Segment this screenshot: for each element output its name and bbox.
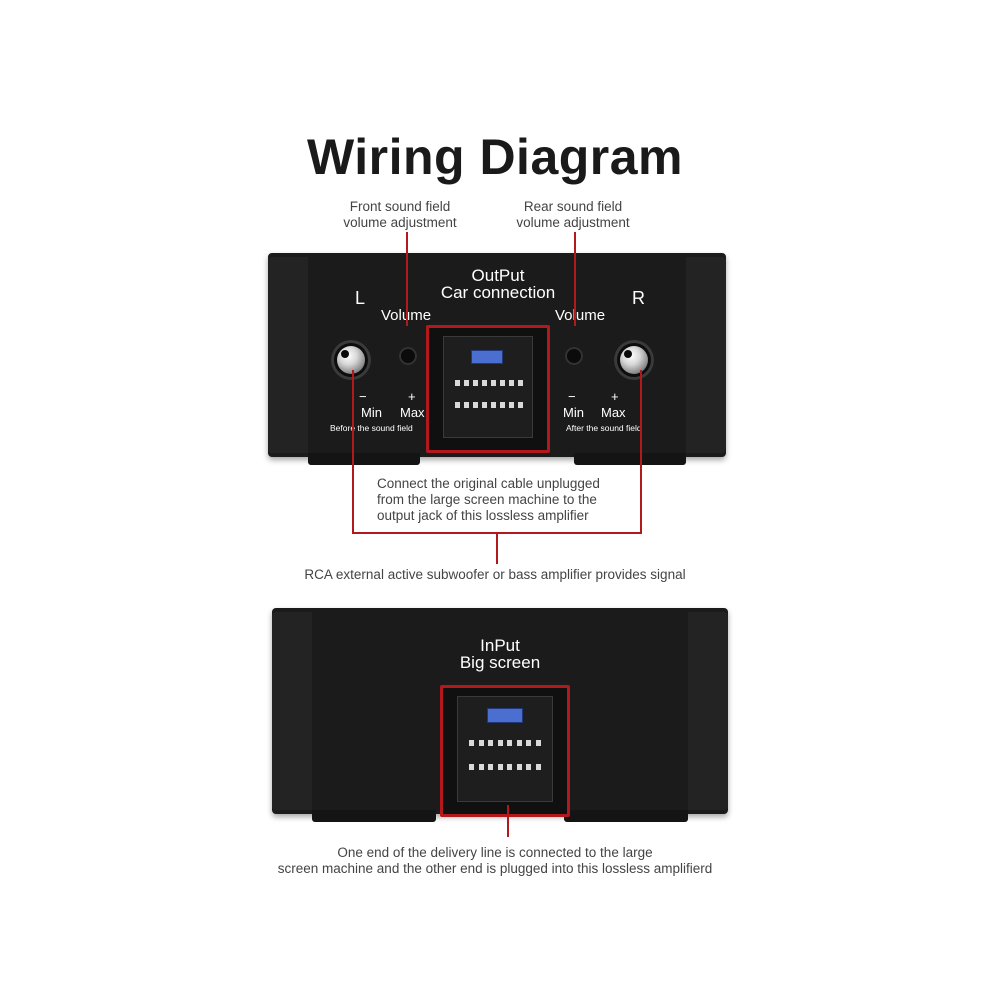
connector-pin <box>482 380 487 386</box>
output-cable-caption-line-1: Connect the original cable unplugged <box>377 476 600 491</box>
connector-pin <box>535 764 541 770</box>
input-right-flange <box>688 612 728 810</box>
left-minus-sign: − <box>359 389 367 404</box>
input-device: InPut Big screen <box>272 608 728 824</box>
front-volume-pointer <box>406 232 408 326</box>
connector-pin <box>516 740 522 746</box>
connector-pin <box>455 402 460 408</box>
input-cable-caption-line-1: One end of the delivery line is connecte… <box>337 845 653 860</box>
connector-pin <box>473 402 478 408</box>
after-sound-field-label: After the sound field <box>566 423 642 433</box>
connector-pin <box>500 380 505 386</box>
rear-volume-caption-line-2: volume adjustment <box>516 215 630 230</box>
output-fuse-icon <box>471 350 503 364</box>
right-rca-hole <box>624 350 632 358</box>
output-connector-port[interactable] <box>426 325 550 453</box>
connector-pin <box>518 380 523 386</box>
input-connector-pointer <box>507 805 509 837</box>
connector-pin <box>491 380 496 386</box>
right-minus-sign: − <box>568 389 576 404</box>
connector-pin <box>478 740 484 746</box>
connector-pin <box>469 740 474 746</box>
input-cable-caption-line-2: screen machine and the other end is plug… <box>277 861 713 876</box>
output-pin-array <box>455 380 525 420</box>
rca-signal-pointer <box>496 532 498 564</box>
connector-pin <box>500 402 505 408</box>
input-connector-port[interactable] <box>440 685 570 817</box>
connector-pin <box>473 380 478 386</box>
input-fuse-icon <box>487 708 523 723</box>
input-cable-caption: One end of the delivery line is connecte… <box>245 845 745 877</box>
left-rca-hole <box>341 350 349 358</box>
connector-pin <box>478 764 484 770</box>
connector-pin <box>464 380 469 386</box>
diagram-title: Wiring Diagram <box>306 129 684 185</box>
connector-pin <box>482 402 487 408</box>
input-left-foot <box>312 810 436 822</box>
connector-pin <box>469 764 474 770</box>
rear-volume-knob[interactable] <box>565 347 583 365</box>
input-pin-array <box>469 740 543 784</box>
left-rca-jack[interactable] <box>331 340 371 380</box>
connector-pin <box>507 740 512 746</box>
input-right-foot <box>564 810 688 822</box>
left-max-label: Max <box>400 405 425 420</box>
front-volume-caption-line-2: volume adjustment <box>343 215 457 230</box>
rear-volume-pointer <box>574 232 576 326</box>
output-cable-caption-line-2: from the large screen machine to the <box>377 492 597 507</box>
output-left-foot <box>308 453 420 465</box>
output-cable-caption-line-3: output jack of this lossless amplifier <box>377 508 589 523</box>
before-sound-field-label: Before the sound field <box>330 423 413 433</box>
front-volume-caption-line-1: Front sound field <box>349 199 451 214</box>
output-cable-caption: Connect the original cable unplugged fro… <box>377 476 600 524</box>
connector-pin <box>526 764 531 770</box>
connector-pin <box>497 764 503 770</box>
connector-pin <box>488 740 493 746</box>
connector-pin <box>516 764 522 770</box>
output-heading-1: OutPut <box>471 266 525 285</box>
rca-signal-caption: RCA external active subwoofer or bass am… <box>304 567 686 582</box>
connector-pin <box>507 764 512 770</box>
front-volume-caption: Front sound field volume adjustment <box>320 199 480 231</box>
connector-pin <box>535 740 541 746</box>
rear-volume-caption: Rear sound field volume adjustment <box>493 199 653 231</box>
right-plus-sign: + <box>611 389 619 404</box>
output-right-foot <box>574 453 686 465</box>
connector-pin <box>464 402 469 408</box>
input-left-flange <box>272 612 312 810</box>
left-channel-label: L <box>355 288 366 308</box>
output-device: OutPut Car connection L R Volume Volume … <box>268 253 726 465</box>
front-volume-knob[interactable] <box>399 347 417 365</box>
connector-pin <box>497 740 503 746</box>
input-heading-2: Big screen <box>459 653 541 672</box>
connector-pin <box>509 402 514 408</box>
right-volume-label: Volume <box>555 307 606 324</box>
connector-pin <box>526 740 531 746</box>
connector-pin <box>509 380 514 386</box>
right-max-label: Max <box>601 405 626 420</box>
output-right-flange <box>686 257 726 453</box>
right-channel-label: R <box>632 288 645 308</box>
rear-volume-caption-line-1: Rear sound field <box>523 199 623 214</box>
left-min-label: Min <box>361 405 382 420</box>
output-heading-2: Car connection <box>440 283 556 302</box>
right-rca-pointer <box>640 370 642 533</box>
connector-pin <box>518 402 523 408</box>
input-heading-1: InPut <box>480 636 520 655</box>
left-plus-sign: + <box>408 389 416 404</box>
output-left-flange <box>268 257 308 453</box>
left-rca-pointer <box>352 370 354 533</box>
connector-pin <box>491 402 496 408</box>
connector-pin <box>455 380 460 386</box>
connector-pin <box>488 764 493 770</box>
right-rca-jack[interactable] <box>614 340 654 380</box>
right-min-label: Min <box>563 405 584 420</box>
